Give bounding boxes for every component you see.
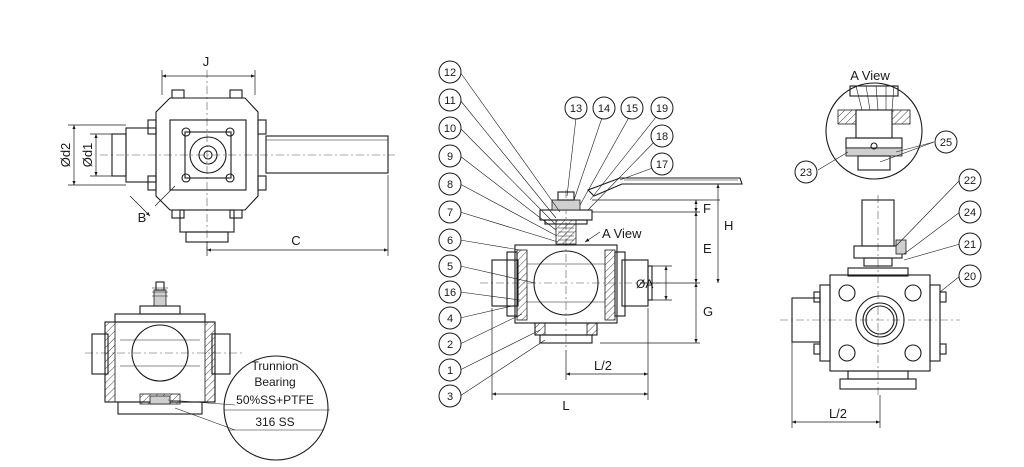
callout-line-3: 50%SS+PTFE [236,393,314,407]
balloon-10: 10 [438,116,462,140]
a-view-detail-title: A View [850,68,890,83]
svg-text:4: 4 [447,313,453,325]
balloon-6: 6 [438,228,462,252]
a-view-arrow-label: A View [602,226,642,241]
callout-line-1: Trunnion [252,359,299,373]
dim-e: E [703,241,712,256]
balloon-13: 13 [564,96,588,120]
side-view [780,179,961,428]
balloon-3: 3 [438,384,462,408]
balloon-14: 14 [592,96,616,120]
svg-text:5: 5 [447,261,453,273]
balloon-7: 7 [438,200,462,224]
dim-l-half-mid: L/2 [594,358,612,373]
svg-text:17: 17 [656,159,668,171]
dim-b: B [138,210,147,225]
svg-text:16: 16 [444,287,456,299]
a-view-detail [817,82,935,180]
svg-text:23: 23 [800,167,812,179]
svg-text:8: 8 [447,179,453,191]
balloon-21: 21 [958,232,982,256]
svg-text:9: 9 [447,151,453,163]
balloon-17: 17 [650,152,674,176]
dim-h: H [724,218,733,233]
svg-text:24: 24 [964,207,976,219]
callout-line-4: 316 SS [255,415,294,429]
svg-text:22: 22 [964,175,976,187]
svg-text:6: 6 [447,235,453,247]
svg-text:21: 21 [964,239,976,251]
balloon-8: 8 [438,172,462,196]
top-view [68,70,395,256]
balloon-2: 2 [438,332,462,356]
svg-text:19: 19 [656,103,668,115]
svg-text:25: 25 [940,137,952,149]
dim-f: F [703,201,711,216]
balloon-18: 18 [650,124,674,148]
svg-text:12: 12 [444,67,456,79]
balloon-16: 16 [438,280,462,304]
balloon-23: 23 [794,160,818,184]
middle-leaders [459,71,661,397]
balloons: 12 11 10 9 8 7 6 5 16 4 2 1 3 13 14 15 1… [438,60,982,408]
balloon-19: 19 [650,96,674,120]
balloon-22: 22 [958,168,982,192]
front-section-view [480,177,743,400]
svg-text:15: 15 [626,103,638,115]
balloon-20: 20 [958,264,982,288]
svg-text:10: 10 [444,123,456,135]
svg-text:14: 14 [598,103,610,115]
svg-text:11: 11 [444,95,455,107]
balloon-5: 5 [438,254,462,278]
dim-g: G [703,304,713,319]
balloon-24: 24 [958,200,982,224]
svg-text:3: 3 [447,391,453,403]
dim-a: ØA [636,277,653,291]
balloon-11: 11 [438,88,462,112]
dim-c: C [291,233,300,248]
svg-text:7: 7 [447,207,453,219]
svg-text:1: 1 [447,365,453,377]
balloon-25: 25 [934,130,958,154]
balloon-4: 4 [438,306,462,330]
svg-text:2: 2 [447,339,453,351]
balloon-15: 15 [620,96,644,120]
svg-text:18: 18 [656,131,668,143]
dim-j: J [203,54,210,69]
dim-d2: Ød2 [58,143,73,168]
dim-l-mid: L [562,398,569,413]
dim-l-half-right: L/2 [829,406,847,421]
balloon-1: 1 [438,358,462,382]
svg-text:13: 13 [570,103,582,115]
svg-text:20: 20 [964,271,976,283]
balloon-12: 12 [438,60,462,84]
balloon-9: 9 [438,144,462,168]
section-view [85,281,330,461]
callout-line-2: Bearing [254,375,295,389]
dim-d1: Ød1 [80,143,95,168]
